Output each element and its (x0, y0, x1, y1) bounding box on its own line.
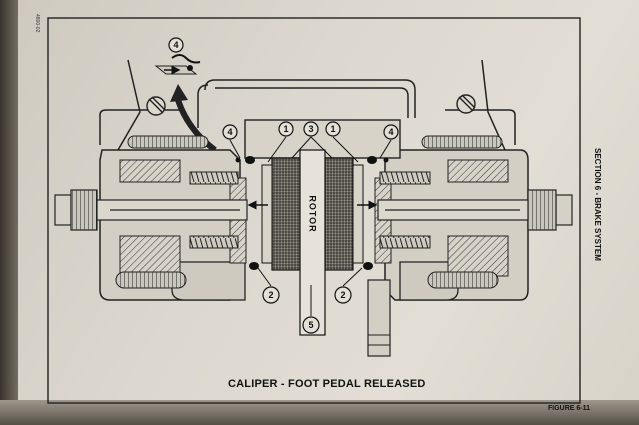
lever-arm (367, 279, 391, 357)
callout-5 (302, 316, 320, 334)
figure-label: FIGURE 6-11 (548, 405, 591, 412)
corner-code-text: 4800-02 (34, 14, 40, 33)
seal-inset-detail (154, 54, 201, 75)
callout-4-right-text: 4 (388, 127, 393, 137)
callout-1-right-text: 1 (330, 124, 335, 134)
callout-2-right (334, 286, 352, 304)
callout-4-inset (168, 37, 184, 53)
callout-5-text: 5 (308, 320, 313, 330)
callout-1-right (325, 121, 341, 137)
callout-3 (303, 121, 319, 137)
drawing-frame (47, 17, 581, 404)
brake-pad-right (324, 157, 354, 271)
callout-2-right-text: 2 (340, 290, 345, 300)
callout-4-left (222, 124, 238, 140)
callout-1-left (278, 121, 294, 137)
callout-2-left (262, 286, 280, 304)
callout-3-text: 3 (308, 124, 313, 134)
section-label-text: SECTION 6 - BRAKE SYSTEM (593, 148, 602, 261)
detail-arrow (175, 99, 217, 153)
page-shadow-bottom (0, 400, 639, 425)
corner-code: 4800-02 (32, 14, 40, 44)
callout-2-left-text: 2 (268, 290, 273, 300)
section-label: SECTION 6 - BRAKE SYSTEM (590, 148, 602, 278)
brake-pad-left (271, 157, 301, 271)
pad-backing-left (261, 164, 273, 264)
detail-arrow-head (170, 84, 188, 102)
piston-seals (235, 156, 389, 270)
through-bolt-left (54, 189, 248, 231)
spring-upper-left (189, 171, 239, 185)
rotor-label: ROTOR (308, 195, 318, 232)
spring-lower-right (379, 235, 431, 249)
callout-markers (168, 37, 399, 334)
callout-leaders (229, 136, 392, 316)
through-bolt-right (377, 189, 573, 231)
spring-lower-left (189, 235, 239, 249)
bleeder-knob-right (456, 94, 476, 114)
diagram-caption: CALIPER - FOOT PEDAL RELEASED (228, 378, 426, 390)
bleeder-knob-left (146, 96, 166, 116)
rotor (299, 149, 326, 336)
callout-4-left-text: 4 (227, 127, 232, 137)
callout-4-right (383, 124, 399, 140)
callout-4-inset-text: 4 (173, 40, 178, 50)
pad-backing-right (352, 164, 364, 264)
spring-upper-right (379, 171, 431, 185)
callout-1-left-text: 1 (283, 124, 288, 134)
